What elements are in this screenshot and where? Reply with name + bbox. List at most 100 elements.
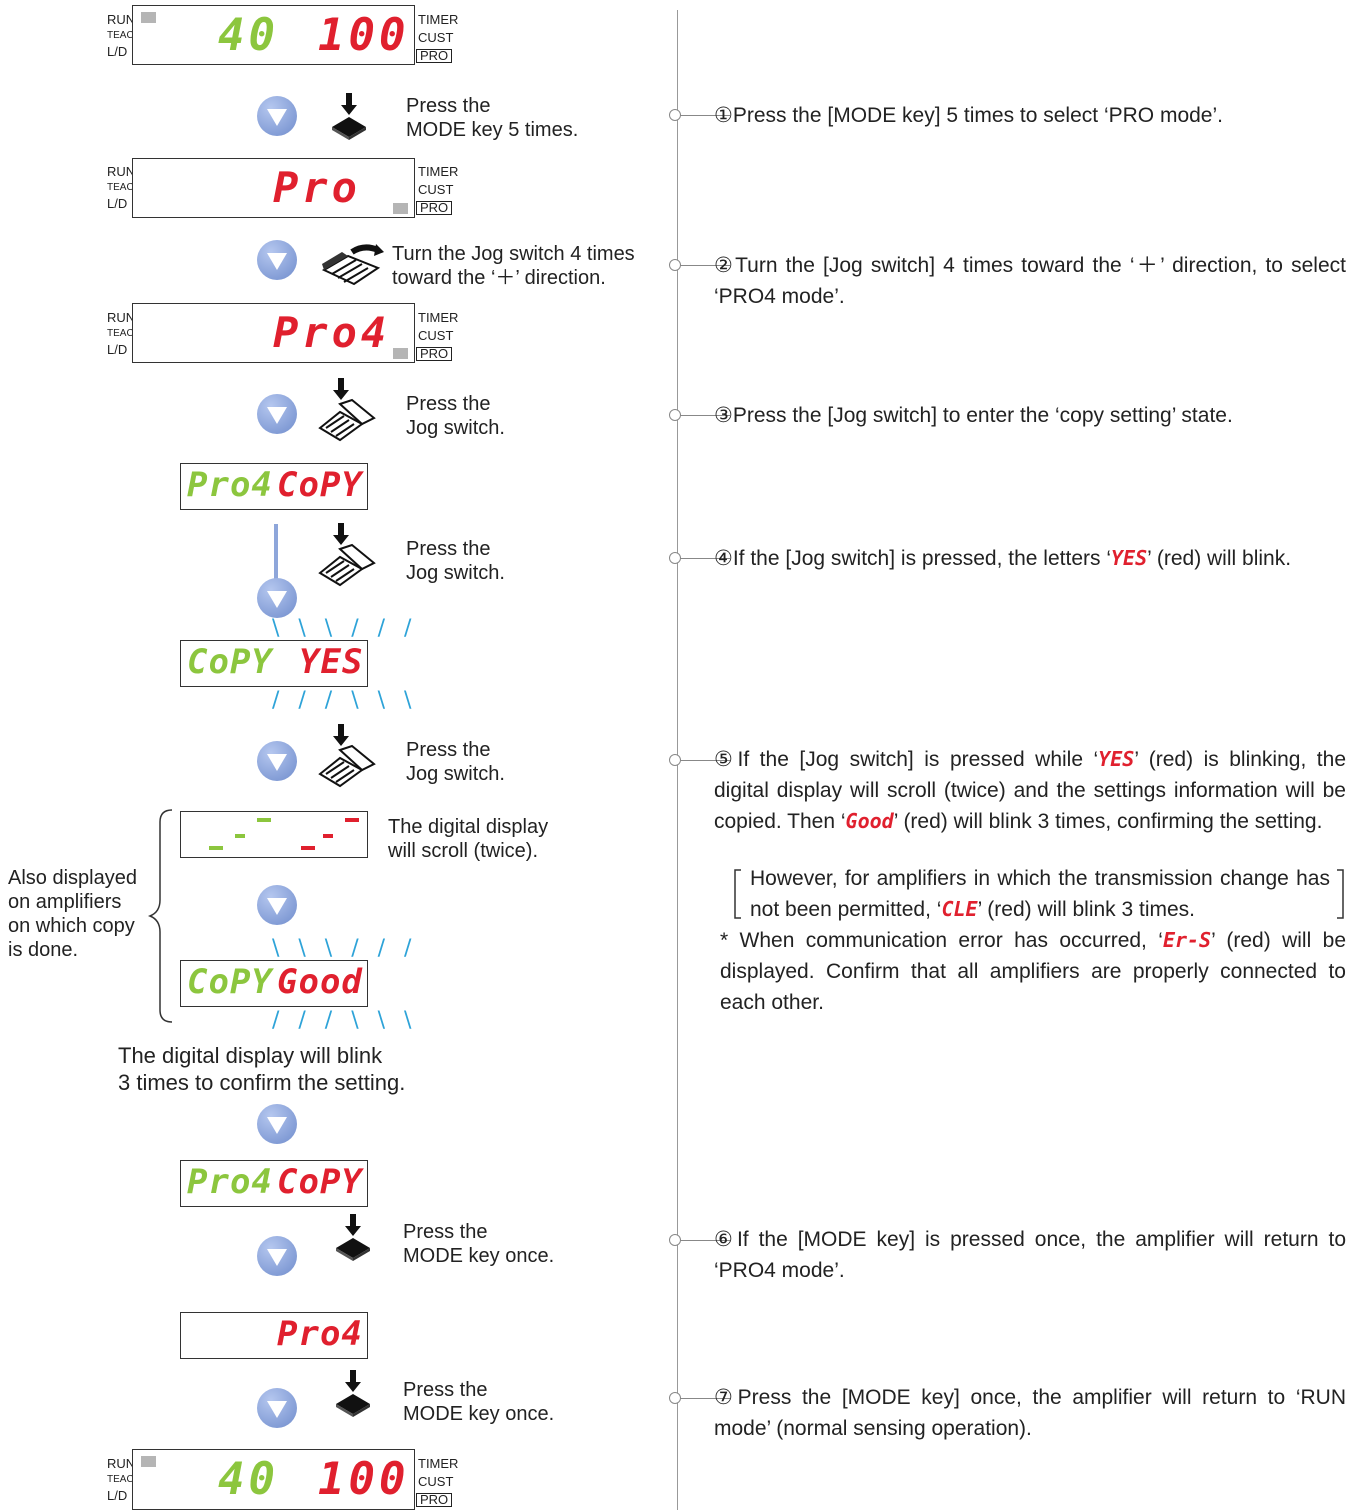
lcd-label-run: RUN: [107, 1456, 136, 1471]
step-5-text-a: ⑤If the [Jog switch] is pressed while ‘: [714, 748, 1099, 771]
blink-note-line: 3 times to confirm the setting.: [118, 1070, 406, 1095]
action-label-7: Press the MODE key once.: [403, 1378, 554, 1426]
display-value-right: Pro4: [277, 1314, 363, 1354]
step-dot: [669, 109, 681, 121]
step-4-text-b: ’ (red) will blink.: [1147, 547, 1292, 570]
step-connector: [674, 760, 730, 761]
action-line: MODE key 5 times.: [406, 119, 579, 141]
step-5-note-a: However, for amplifiers in which the tra…: [750, 867, 1330, 921]
step-5-text: ⑤If the [Jog switch] is pressed while ‘Y…: [714, 744, 1346, 837]
display-value-left: 40: [218, 1454, 279, 1505]
lcd-label-teach: TEACH: [107, 1474, 141, 1485]
lcd-label-pro: PRO: [416, 201, 453, 215]
lcd-screen-4: Pro4 CoPY: [180, 463, 368, 510]
step-5-code-err: Er-S: [1162, 928, 1212, 952]
lcd-screen-1: 40 100: [132, 5, 415, 65]
step-3-text: ③Press the [Jog switch] to enter the ‘co…: [714, 404, 1233, 427]
lcd-label-run: RUN: [107, 12, 136, 27]
display-value-left: CoPY: [187, 962, 273, 1002]
step-connector: [674, 1240, 730, 1241]
lcd-label-timer: TIMER: [418, 12, 459, 27]
down-arrow-icon: [257, 1104, 297, 1144]
step-5-code-cle: CLE: [941, 897, 978, 921]
lcd-label-cust: CUST: [418, 30, 454, 45]
lcd-label-run: RUN: [107, 310, 136, 325]
step-6-text: ⑥If the [MODE key] is pressed once, the …: [714, 1228, 1346, 1282]
step-1-text: ①Press the [MODE key] 5 times to select …: [714, 104, 1223, 127]
step-dot: [669, 552, 681, 564]
down-arrow-icon: [257, 1236, 297, 1276]
step-5-code-good: Good: [845, 809, 894, 833]
step-dot: [669, 1234, 681, 1246]
jog-switch-turn-icon: [322, 244, 384, 286]
step-4-code: YES: [1111, 546, 1148, 570]
lcd-label-cust: CUST: [418, 1474, 454, 1489]
scroll-note: The digital display will scroll (twice).: [388, 815, 548, 863]
scroll-dashes: [209, 818, 359, 850]
step-2-text: ②Turn the [Jog switch] 4 times toward th…: [714, 254, 1346, 308]
lcd-label-ld: L/D: [107, 196, 128, 211]
lcd-label-ld: L/D: [107, 1488, 128, 1503]
action-line: Jog switch.: [406, 763, 505, 785]
action-line: Turn the Jog switch 4 times: [392, 243, 635, 265]
indicator-square: [393, 203, 408, 214]
lcd-label-timer: TIMER: [418, 164, 459, 179]
lcd-screen-7: CoPY Good: [180, 960, 368, 1007]
step-dot: [669, 1392, 681, 1404]
step-4-text-a: ④If the [Jog switch] is pressed, the let…: [714, 547, 1111, 570]
indicator-square: [393, 348, 408, 359]
down-arrow-icon: [257, 96, 297, 136]
step-4-text: ④If the [Jog switch] is pressed, the let…: [714, 543, 1354, 574]
action-line: Press the: [406, 739, 491, 761]
mode-key-press-icon: [332, 93, 366, 140]
display-value-left: Pro4: [187, 1162, 273, 1202]
jog-switch-press-icon: [318, 378, 376, 442]
lcd-label-ld: L/D: [107, 342, 128, 357]
action-label-4: Press the Jog switch.: [406, 537, 505, 585]
step-dot: [669, 259, 681, 271]
action-label-5: Press the Jog switch.: [406, 738, 505, 786]
side-note-line: is done.: [8, 939, 79, 961]
step-7-text: ⑦Press the [MODE key] once, the amplifie…: [714, 1386, 1346, 1440]
step-connector: [674, 265, 730, 266]
blink-note: The digital display will blink 3 times t…: [118, 1042, 405, 1096]
action-line: Press the: [406, 95, 491, 117]
step-5-code-yes: YES: [1098, 747, 1135, 771]
action-line: toward the ‘＋’ direction.: [392, 267, 606, 289]
lcd-label-cust: CUST: [418, 328, 454, 343]
display-value-right: 100: [318, 1454, 410, 1505]
display-value-left: CoPY: [187, 642, 273, 682]
lcd-screen-9: Pro4: [180, 1312, 368, 1359]
step-connector: [674, 558, 730, 559]
display-value-right: Good: [277, 962, 363, 1002]
action-line: MODE key once.: [403, 1245, 555, 1267]
lcd-label-pro: PRO: [416, 347, 453, 361]
step-5-error-note: * When communication error has occurred,…: [720, 925, 1346, 1018]
step-dot: [669, 409, 681, 421]
scroll-note-line: will scroll (twice).: [388, 840, 538, 862]
step-connector: [674, 115, 730, 116]
down-arrow-icon: [257, 741, 297, 781]
down-arrow-icon: [257, 1388, 297, 1428]
blink-marks-bottom: / / / \ \ \: [272, 688, 418, 713]
down-arrow-icon: [257, 885, 297, 925]
action-line: Press the: [403, 1379, 488, 1401]
display-value-right: CoPY: [277, 465, 363, 505]
indicator-square: [141, 1456, 156, 1467]
lcd-label-teach: TEACH: [107, 182, 141, 193]
lcd-label-timer: TIMER: [418, 310, 459, 325]
lcd-label-teach: TEACH: [107, 328, 141, 339]
lcd-label-timer: TIMER: [418, 1456, 459, 1471]
display-value-right: YES: [299, 642, 364, 682]
blink-note-line: The digital display will blink: [118, 1043, 383, 1068]
side-note-line: on amplifiers: [8, 891, 122, 913]
step-5-exception-note: However, for amplifiers in which the tra…: [750, 863, 1330, 925]
step-dot: [669, 754, 681, 766]
jog-switch-press-icon: [318, 523, 376, 587]
lcd-label-pro: PRO: [416, 49, 453, 63]
lcd-label-pro: PRO: [416, 1493, 453, 1507]
down-arrow-icon: [257, 394, 297, 434]
lcd-screen-10: 40 100: [132, 1449, 415, 1510]
action-label-6: Press the MODE key once.: [403, 1220, 554, 1268]
action-line: MODE key once.: [403, 1403, 555, 1425]
